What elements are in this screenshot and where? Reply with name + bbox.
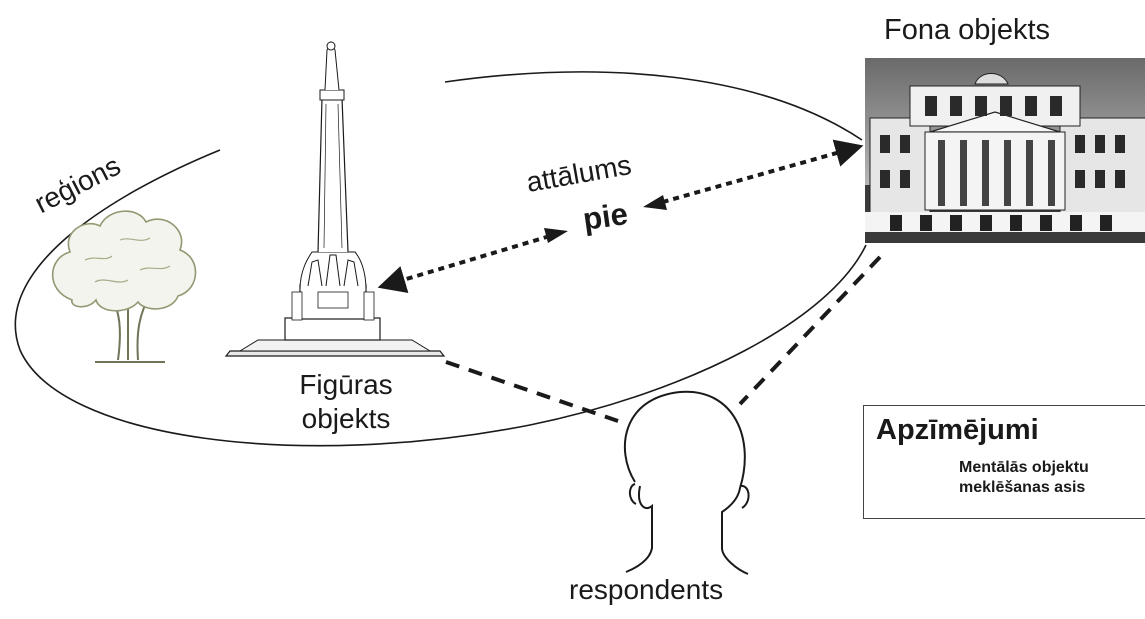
arrowhead-mid-left (544, 228, 568, 243)
search-axis-ground (738, 255, 882, 406)
legend-item-line1: Mentālās objektu (959, 459, 1089, 476)
figure-object-label-line2: objekts (301, 403, 391, 434)
building-icon (865, 58, 1145, 243)
region-boundary-top (444, 71, 863, 141)
legend-item-label: Mentālās objektu meklēšanas asis (959, 458, 1145, 498)
head-icon (623, 390, 750, 575)
background-object-label: Fona objekts (884, 14, 1051, 46)
distance-arrow-right (651, 139, 864, 207)
legend-item-line2: meklēšanas asis (959, 479, 1086, 496)
search-axis-figure (445, 360, 619, 423)
figure-object-label: Figūras objekts (286, 368, 406, 436)
distance-relation-label: pie (580, 196, 630, 237)
tree-icon (51, 210, 197, 363)
monument-icon (224, 40, 446, 357)
distance-arrow-left (377, 231, 561, 293)
legend-box: Apzīmējumi Mentālās objektu meklēšanas a… (863, 405, 1145, 519)
respondent-label: respondents (569, 574, 724, 605)
region-boundary (14, 149, 867, 447)
legend-title: Apzīmējumi (876, 414, 1039, 446)
figure-object-label-line1: Figūras (299, 369, 393, 400)
arrowhead-mid-right (643, 195, 667, 210)
